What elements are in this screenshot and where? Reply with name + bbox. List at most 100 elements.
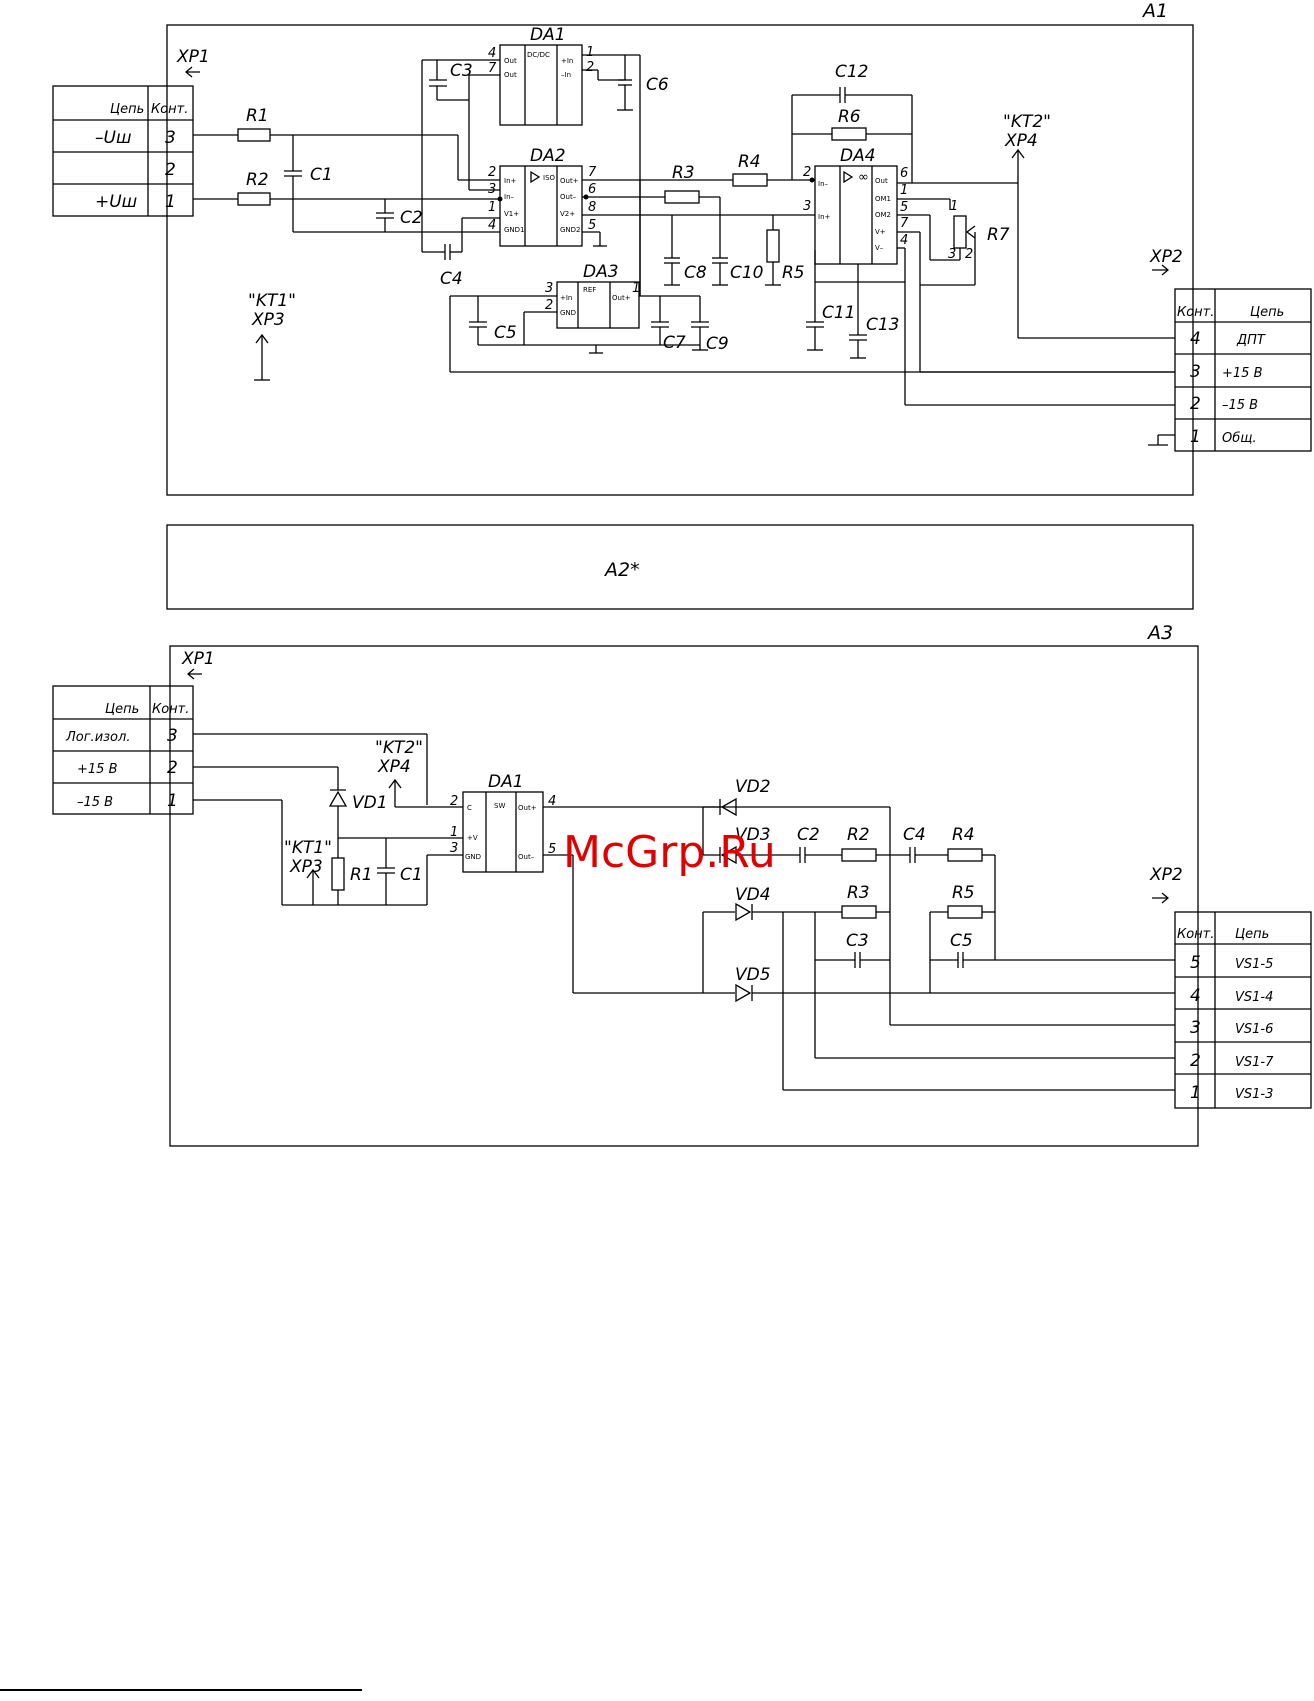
a3-xp1-row-circuit: Лог.изол. — [65, 730, 130, 745]
a1-xp2-ref: XP2 — [1149, 247, 1183, 267]
label-c10: C10 — [730, 263, 764, 283]
a1-xp2-row-contact: 1 — [1190, 427, 1201, 447]
label-da2: DA2 — [530, 146, 566, 166]
pin-number: 7 — [488, 61, 497, 76]
a3-xp1-ref: XP1 — [181, 649, 215, 669]
pin-number: 2 — [965, 247, 973, 262]
a3-xp1-row-contact: 2 — [167, 758, 178, 778]
arrow-right-icon — [1152, 264, 1170, 276]
label-c2: C2 — [400, 208, 423, 228]
label-vd5: VD5 — [735, 965, 771, 985]
block-a1: A1 XP1 Цепь Конт. –Uш 3 2 +Uш 1 R1 — [52, 0, 1312, 496]
da4-pin-text: In+ — [818, 213, 831, 221]
da1-type: DC/DC — [527, 51, 550, 59]
label-vd4: VD4 — [735, 885, 771, 905]
da1-pin-text: Out+ — [518, 804, 537, 812]
label-c1: C1 — [400, 865, 423, 885]
pin-number: 3 — [545, 281, 553, 296]
pin-number: 5 — [548, 842, 556, 857]
a3-xp2-row-contact: 4 — [1190, 986, 1201, 1006]
a3-xp2-row-contact: 5 — [1190, 953, 1201, 973]
a1-xp2-row-circuit: +15 В — [1222, 366, 1263, 381]
a3-xp1-row-contact: 3 — [167, 726, 178, 746]
da4-pin-text: Out — [875, 177, 888, 185]
pin-number: 2 — [803, 165, 811, 180]
a1-xp2-header-contact: Конт. — [1177, 305, 1214, 320]
pin-number: 4 — [488, 218, 496, 233]
pin-number: 3 — [488, 182, 496, 197]
arrow-up-icon — [255, 333, 269, 344]
da2-pin-text: V2+ — [560, 210, 575, 218]
pin-number: 1 — [900, 183, 908, 198]
label-c8: C8 — [684, 263, 707, 283]
a1-xp2-row-contact: 4 — [1190, 329, 1201, 349]
a1-xp1-header-contact: Конт. — [151, 102, 188, 117]
pin-number: 5 — [588, 218, 596, 233]
block-a2: A2* — [166, 524, 1194, 610]
da4-pin-text: In– — [818, 180, 829, 188]
block-a3: A3 XP1 Цепь Конт. Лог.изол. 3 +15 В 2 –1… — [52, 622, 1312, 1147]
label-da4: DA4 — [840, 146, 876, 166]
a1-xp2-header-circuit: Цепь — [1250, 305, 1284, 320]
a1-xp1-row-circuit: +Uш — [95, 192, 137, 212]
a1-input-network: R1 R2 C1 C2 — [193, 106, 503, 233]
label-c4: C4 — [903, 825, 926, 845]
arrow-left-icon — [186, 668, 202, 680]
arrow-up-icon — [306, 868, 320, 879]
svg-text:∞: ∞ — [858, 170, 869, 185]
a3-xp1-header-circuit: Цепь — [105, 702, 139, 717]
resistor-r1 — [331, 857, 345, 891]
resistor-r2 — [841, 848, 877, 862]
label-c6: C6 — [646, 75, 669, 95]
pin-number: 4 — [900, 233, 908, 248]
pin-number: 5 — [900, 200, 908, 215]
a1-xp2-connector: XP2 Конт. Цепь 4 ДПТ 3 +15 В 2 –15 В 1 О… — [1148, 247, 1312, 452]
da1-pin-text: +In — [561, 57, 573, 65]
a3-xp1-row-circuit: +15 В — [77, 762, 118, 777]
pin-number: 8 — [588, 200, 596, 215]
pin-number: 3 — [803, 199, 811, 214]
ic-da1: DA1 DC/DC Out Out +In –In 4 7 1 2 C4 — [421, 25, 669, 295]
label-c13: C13 — [866, 315, 900, 335]
da2-pin-text: GND1 — [504, 226, 525, 234]
a1-xp1-connector: XP1 Цепь Конт. –Uш 3 2 +Uш 1 — [52, 47, 210, 217]
resistor-r5 — [947, 905, 983, 919]
label-c3: C3 — [450, 61, 473, 81]
label-r4: R4 — [738, 152, 761, 172]
da2-pin-text: V1+ — [504, 210, 519, 218]
pin-number: 2 — [545, 298, 553, 313]
a3-xp2-ref: XP2 — [1149, 865, 1183, 885]
a3-xp2-row-circuit: VS1-6 — [1235, 1022, 1273, 1037]
label-c9: C9 — [706, 334, 729, 354]
da1-pin-text: Out — [504, 57, 517, 65]
resistor-r3 — [664, 190, 700, 204]
a3-kt2-name: "KT2" — [375, 738, 423, 758]
label-da1: DA1 — [530, 25, 566, 45]
a1-xp1-header-circuit: Цепь — [110, 102, 144, 117]
a1-kt2-name: "KT2" — [1003, 112, 1051, 132]
a1-xp1-row-contact: 3 — [165, 128, 176, 148]
da2-pin-text: Out+ — [560, 177, 579, 185]
arrow-left-icon — [184, 66, 200, 78]
block-a2-label: A2* — [603, 559, 640, 581]
pin-number: 2 — [488, 165, 496, 180]
da1-pin-text: –In — [561, 71, 571, 79]
pin-number: 7 — [588, 165, 597, 180]
da4-pin-text: OM2 — [875, 211, 891, 219]
a3-xp2-row-contact: 1 — [1190, 1083, 1201, 1103]
diode-vd5 — [735, 983, 753, 1003]
pin-number: 4 — [548, 794, 556, 809]
arrow-up-icon — [388, 778, 402, 789]
a1-kt1-name: "KT1" — [248, 291, 296, 311]
block-a3-label: A3 — [1146, 622, 1173, 644]
label-vd1: VD1 — [352, 793, 388, 813]
a3-xp2-header-contact: Конт. — [1177, 927, 1214, 942]
label-r3: R3 — [672, 163, 695, 183]
label-vd3: VD3 — [735, 825, 771, 845]
da3-pin-text: +In — [560, 294, 572, 302]
da1-pin-text: Out — [504, 71, 517, 79]
resistor-r3 — [841, 905, 877, 919]
label-r1: R1 — [246, 106, 269, 126]
a1-xp2-row-contact: 2 — [1190, 394, 1201, 414]
arrow-up-icon — [1011, 148, 1025, 159]
